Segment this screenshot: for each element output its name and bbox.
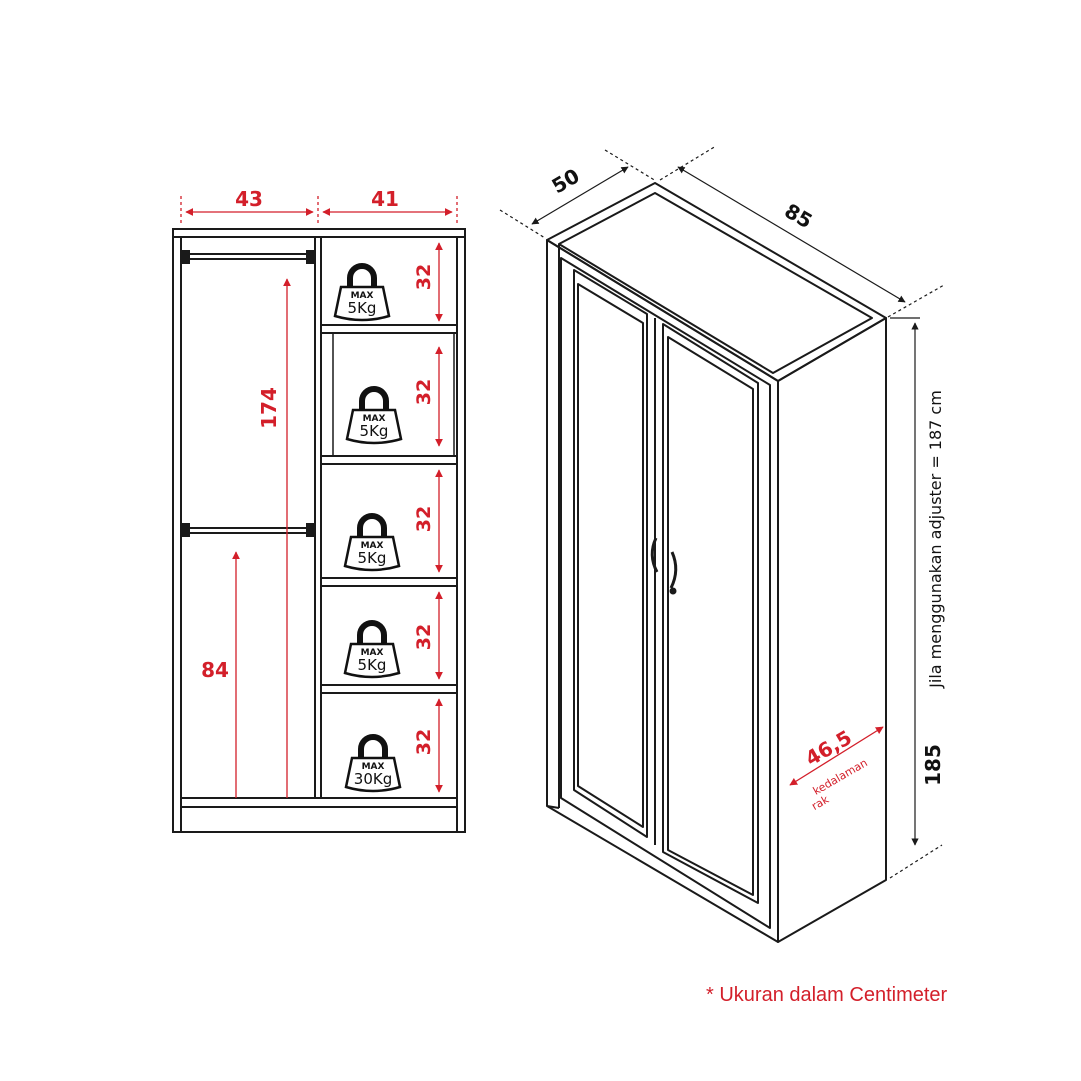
weight-icon: MAX 5Kg xyxy=(335,266,389,320)
weight-max-text: MAX xyxy=(363,414,386,424)
hanging-height-upper-label: 174 xyxy=(257,387,281,429)
hanging-rod-upper xyxy=(184,253,312,260)
front-dimensions xyxy=(180,196,458,798)
handle-right-icon xyxy=(669,551,678,589)
shelf-height-2: 32 xyxy=(413,379,435,405)
weight-max-text: MAX xyxy=(361,648,384,658)
iso-dimensions xyxy=(499,145,945,879)
height-label: 185 xyxy=(921,744,945,786)
door-right-panel xyxy=(667,336,754,896)
weight-load-text: 30Kg xyxy=(354,770,392,788)
weight-icon: MAX 5Kg xyxy=(345,516,399,570)
width-right-label: 41 xyxy=(371,187,399,211)
front-view xyxy=(172,228,466,833)
shelf-2 xyxy=(320,455,458,465)
iso-view xyxy=(546,182,887,943)
weight-max-text: MAX xyxy=(351,291,374,301)
weight-load-text: 5Kg xyxy=(358,656,387,674)
width-left-label: 43 xyxy=(235,187,263,211)
door-right-outer xyxy=(662,323,759,904)
top-panel xyxy=(172,228,466,238)
shelf-1 xyxy=(320,324,458,334)
weight-icon: MAX 30Kg xyxy=(346,737,400,791)
bottom-panel xyxy=(180,797,458,808)
door-frame xyxy=(560,257,771,929)
adjuster-note: Jila menggunakan adjuster = 187 cm xyxy=(926,390,945,689)
shelf-height-1: 32 xyxy=(413,264,435,290)
shelf-height-4: 32 xyxy=(413,624,435,650)
hanging-rod-lower xyxy=(184,527,312,534)
weight-max-text: MAX xyxy=(361,541,384,551)
shelf-height-5: 32 xyxy=(413,729,435,755)
shelf-height-3: 32 xyxy=(413,506,435,532)
weight-load-text: 5Kg xyxy=(360,422,389,440)
weight-max-text: MAX xyxy=(362,762,385,772)
width-label: 85 xyxy=(780,199,816,234)
shelf-4 xyxy=(320,684,458,694)
cabinet-body xyxy=(172,236,466,833)
hanging-height-lower-label: 84 xyxy=(201,658,229,682)
footnote: * Ukuran dalam Centimeter xyxy=(706,984,948,1006)
weight-load-text: 5Kg xyxy=(358,549,387,567)
depth-label: 50 xyxy=(547,164,583,199)
top-surface xyxy=(546,182,887,382)
shelf-depth-arrow xyxy=(789,726,884,786)
weight-icon: MAX 5Kg xyxy=(345,623,399,677)
weight-load-text: 5Kg xyxy=(348,299,377,317)
side-face xyxy=(777,317,887,943)
shelf-depth-label: 46,5 xyxy=(801,725,856,770)
weight-icon: MAX 5Kg xyxy=(347,389,401,443)
shelf-3 xyxy=(320,577,458,587)
door-left-outer xyxy=(573,269,648,838)
shelf-depth-caption-2: rak xyxy=(809,793,831,813)
door-left-panel xyxy=(577,283,644,828)
handle-left-icon xyxy=(650,537,659,573)
